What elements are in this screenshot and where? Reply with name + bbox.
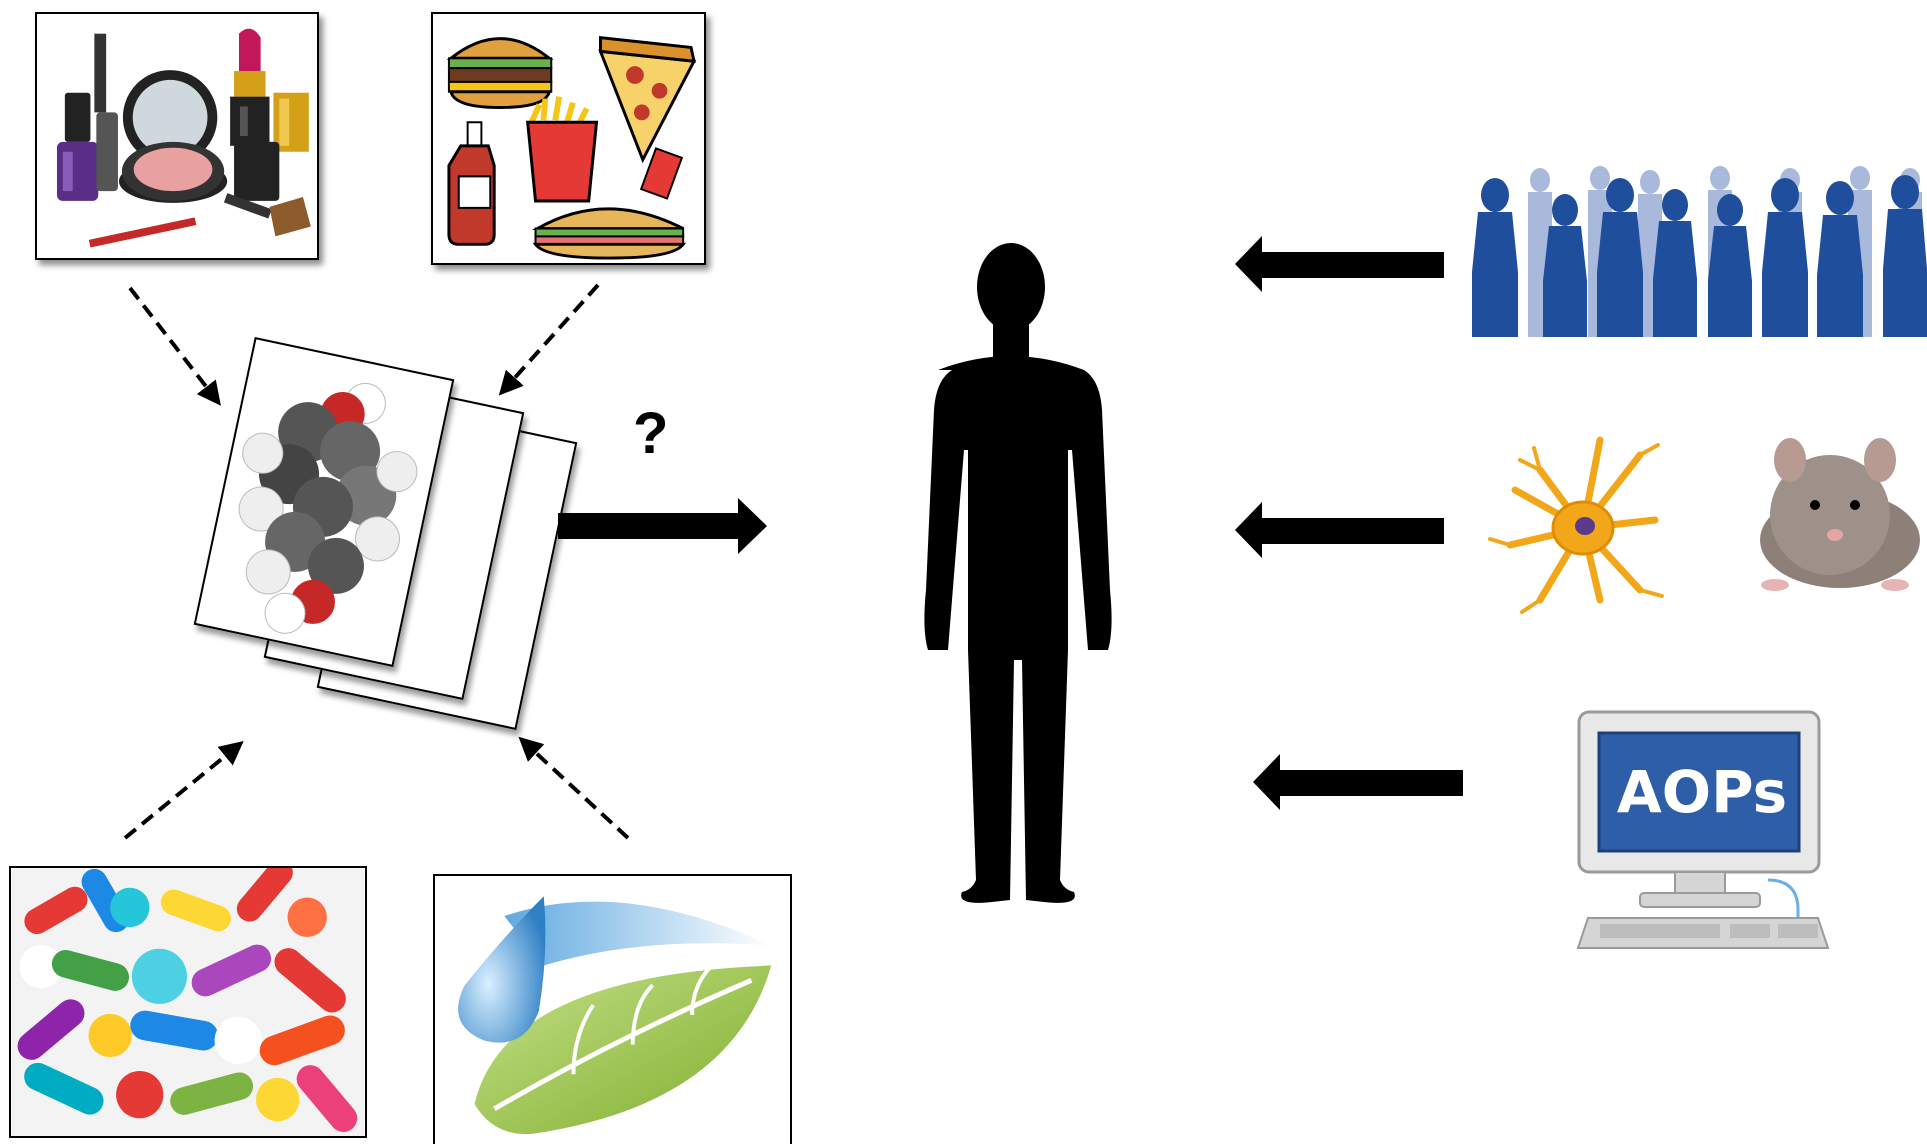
fast-food-icon <box>446 35 697 260</box>
cosmetics-icon <box>56 28 311 248</box>
dashed-arrow-pills <box>123 740 244 840</box>
arrow-models <box>1235 502 1444 558</box>
fast-food-panel <box>431 12 706 265</box>
cosmetics-panel <box>35 12 319 260</box>
neuron-cell-icon <box>1488 436 1664 614</box>
dashed-arrow-environment <box>518 736 630 840</box>
dashed-arrow-food <box>498 283 600 396</box>
arrow-aops <box>1253 754 1463 810</box>
pills-icon <box>11 868 365 1136</box>
dashed-arrow-cosmetics <box>128 286 221 406</box>
water-leaf-icon <box>458 896 772 1135</box>
exposure-arrow <box>558 498 767 554</box>
rat-icon <box>1760 438 1920 591</box>
question-mark: ? <box>633 401 669 466</box>
arrow-population <box>1235 236 1444 292</box>
aops-screen-label: AOPs <box>1616 758 1788 826</box>
population-icon <box>1472 166 1927 337</box>
molecule-icon <box>238 382 418 634</box>
computer-icon <box>1576 710 1830 949</box>
pills-panel <box>9 866 367 1138</box>
molecule-card-front <box>193 337 455 667</box>
environment-panel <box>433 874 792 1144</box>
human-silhouette-icon <box>924 243 1112 903</box>
